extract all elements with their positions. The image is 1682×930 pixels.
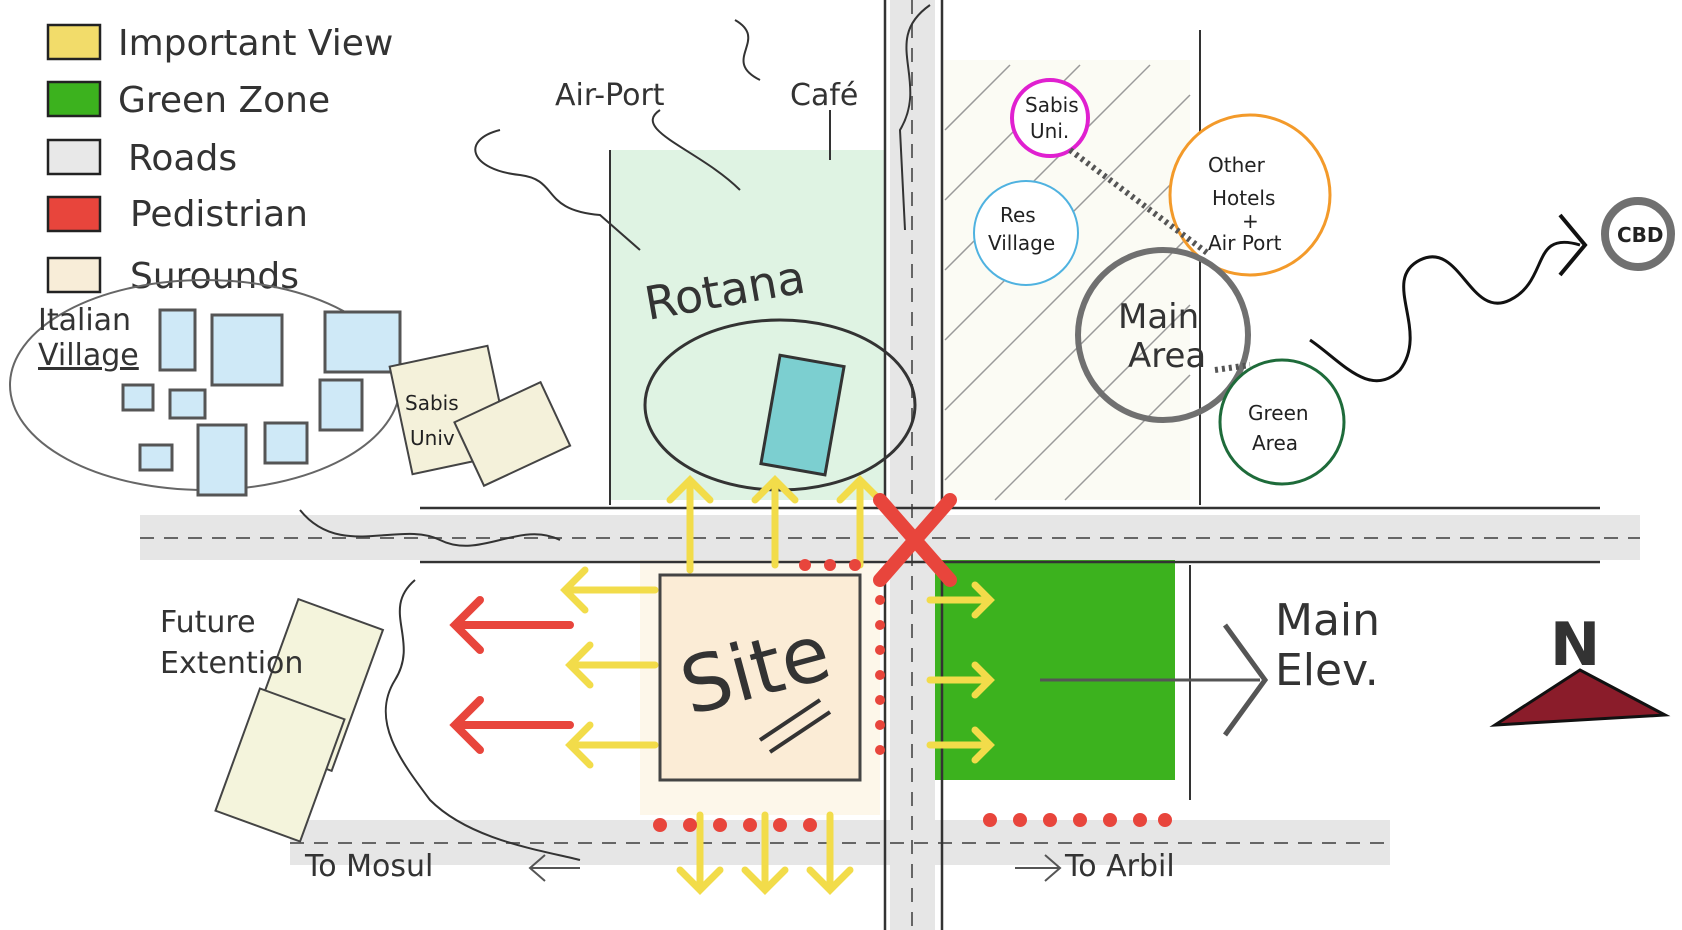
main-area-label-1: Main: [1118, 297, 1199, 337]
rotana-green-zone: [610, 150, 885, 500]
italian-village: Italian Village: [9, 279, 402, 497]
main-area-label-2: Area: [1128, 336, 1206, 376]
legend-label: Roads: [128, 138, 237, 179]
other-label-2: Hotels: [1212, 186, 1275, 210]
to-mosul-label: To Mosul: [304, 849, 433, 884]
sabis-uni-label-2: Uni.: [1030, 119, 1069, 143]
road-labels: To Mosul To Arbil: [299, 509, 1175, 884]
cafe-label: Café: [790, 78, 858, 113]
sabis-univ-label-2: Univ: [410, 426, 455, 450]
future-label-2: Extention: [160, 646, 303, 681]
north-arrow: N: [1489, 610, 1671, 727]
to-arbil-label: To Arbil: [1064, 849, 1175, 884]
blocked-crossing-icon: [873, 493, 957, 587]
airport-label: Air-Port: [555, 78, 665, 113]
north-label: N: [1550, 610, 1600, 680]
pedestrian-paths: [449, 493, 1172, 832]
legend-label: Pedistrian: [130, 194, 308, 235]
zones: [610, 60, 1190, 815]
main-elevation: Main Elev.: [1040, 595, 1380, 737]
sabis-univ-label-1: Sabis: [405, 391, 459, 415]
other-label-4: Air Port: [1208, 231, 1282, 255]
cbd-label: CBD: [1617, 223, 1664, 247]
legend-label: Important View: [118, 23, 393, 64]
sabis-uni-label-1: Sabis: [1025, 93, 1079, 117]
north-arrow-icon: [1489, 668, 1671, 727]
green-area-label-1: Green: [1248, 401, 1309, 425]
res-label-1: Res: [1000, 203, 1036, 227]
main-elev-label-1: Main: [1275, 595, 1380, 646]
legend-item-roads: Roads: [46, 138, 237, 179]
legend-label: Surounds: [130, 256, 299, 297]
pedestrian-dots: [653, 559, 1172, 832]
other-label-3: +: [1242, 209, 1259, 233]
top-labels: Air-Port Café: [474, 4, 931, 251]
legend-item-surounds: Surounds: [46, 256, 299, 297]
site-block: [658, 573, 862, 782]
main-elev-label-2: Elev.: [1275, 645, 1379, 696]
context-circles: Sabis Uni. Res Village Other Hotels + Ai…: [973, 78, 1675, 486]
road-horizontal-south: [290, 820, 1390, 865]
italian-label: Italian: [38, 303, 131, 338]
legend-item-green-zone: Green Zone: [46, 80, 330, 121]
important-view-arrows: [560, 475, 995, 895]
sabis-univ: Sabis Univ: [388, 344, 572, 488]
res-label-2: Village: [988, 231, 1055, 255]
legend-label: Green Zone: [118, 80, 330, 121]
village-label: Village: [38, 338, 139, 373]
legend-item-pedistrian: Pedistrian: [46, 194, 308, 235]
other-label-1: Other: [1208, 153, 1266, 177]
roads: [140, 0, 1640, 930]
legend: Important View Green Zone Roads Pedistri…: [46, 23, 393, 297]
green-area-label-2: Area: [1252, 431, 1298, 455]
legend-item-important-view: Important View: [46, 23, 393, 64]
future-extension: Future Extention: [160, 579, 581, 861]
future-label-1: Future: [160, 605, 256, 640]
